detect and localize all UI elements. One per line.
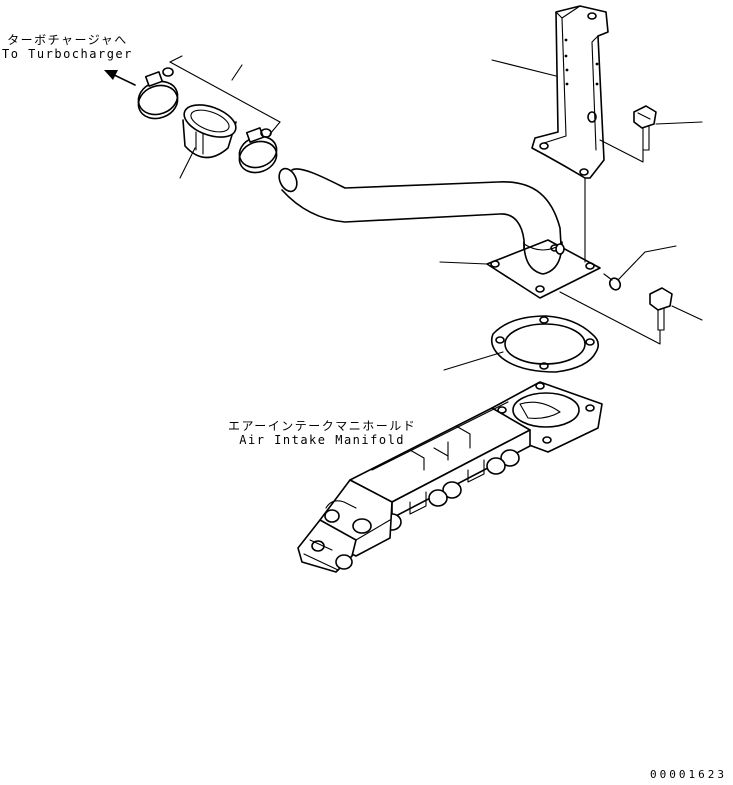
turbocharger-label-en: To Turbocharger xyxy=(2,47,133,61)
manifold-label-jp: エアーインテークマニホールド xyxy=(228,419,417,433)
small-screw xyxy=(603,251,646,291)
turbocharger-label: ターボチャージャへ To Turbocharger xyxy=(2,33,133,61)
leader-screw xyxy=(644,245,677,253)
gasket xyxy=(490,315,600,373)
hose-clamp-right xyxy=(238,127,278,174)
leader-clamps xyxy=(169,55,281,135)
rubber-hose xyxy=(182,104,237,159)
manifold-label: エアーインテークマニホールド Air Intake Manifold xyxy=(228,419,416,447)
turbocharger-label-jp: ターボチャージャへ xyxy=(7,33,128,47)
manifold-label-en: Air Intake Manifold xyxy=(239,433,406,447)
turbocharger-arrow xyxy=(104,70,136,86)
leader-flange xyxy=(439,261,488,265)
bracket xyxy=(531,5,609,263)
tube-flange xyxy=(486,239,601,299)
leader-hose xyxy=(179,147,196,179)
hose-clamp-left xyxy=(137,67,179,120)
air-intake-manifold xyxy=(297,381,603,573)
leader-gasket xyxy=(443,351,504,371)
lower-bolt xyxy=(559,287,703,345)
drawing-number: 00001623 xyxy=(650,768,727,781)
air-tube xyxy=(278,167,563,269)
leader-bracket xyxy=(491,59,557,77)
upper-bolt xyxy=(599,105,703,163)
